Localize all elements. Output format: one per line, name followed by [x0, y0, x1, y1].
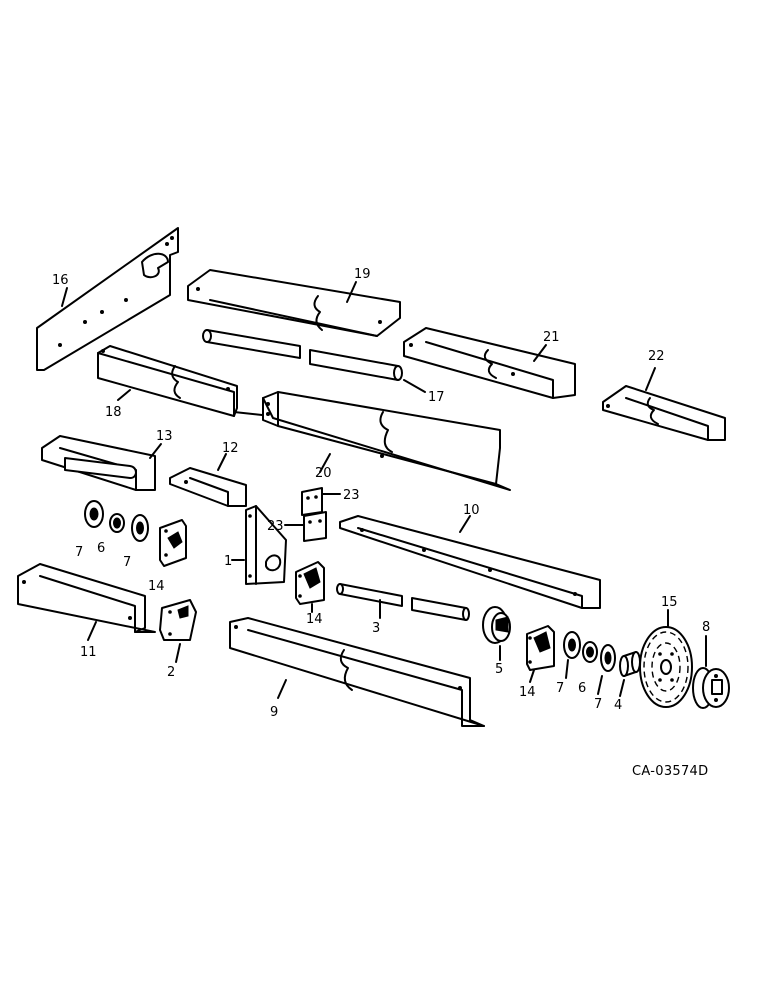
part-6-bearing-right: [582, 641, 598, 663]
callout-16: 16: [52, 273, 69, 288]
part-13-bracket: [41, 435, 162, 491]
part-19-channel: [187, 269, 401, 337]
callout-14-middle: 14: [306, 612, 323, 627]
callout-7-right-a: 7: [556, 681, 564, 696]
part-16-side-plate: [36, 227, 179, 371]
part-23-lower-plate: [284, 511, 327, 542]
callout-18: 18: [105, 405, 122, 420]
callout-20: 20: [315, 466, 332, 481]
part-14-housing-left: [159, 519, 187, 567]
callout-1: 1: [224, 554, 232, 569]
callout-17: 17: [428, 390, 445, 405]
part-7-washer-left-a: [84, 500, 104, 528]
callout-8: 8: [702, 620, 710, 635]
part-4-collar: [619, 651, 641, 697]
callout-23-lower: 23: [267, 519, 284, 534]
part-14-housing-right: [526, 625, 555, 683]
part-5-pulley-hub: [482, 606, 511, 661]
part-20-channel: [262, 391, 511, 491]
part-10-angle-bar: [339, 515, 601, 609]
callout-11: 11: [80, 645, 97, 660]
callout-14-right: 14: [519, 685, 536, 700]
callout-13: 13: [156, 429, 173, 444]
callout-14-left: 14: [148, 579, 165, 594]
part-17-rod: [202, 329, 426, 393]
callout-7-left-a: 7: [75, 545, 83, 560]
part-6-bearing-left: [109, 513, 125, 533]
callout-labels: 16 19 21 22 17 18 13 12 20 23 23 10 7 6 …: [52, 267, 710, 720]
part-8-hub: [692, 635, 730, 709]
part-7-washer-right-b: [597, 644, 616, 695]
part-1-gusset: [231, 505, 287, 585]
part-2-plate: [159, 599, 197, 663]
callout-12: 12: [222, 441, 239, 456]
callout-6-right: 6: [578, 681, 586, 696]
callout-6-left: 6: [97, 541, 105, 556]
part-14-housing-middle: [295, 561, 325, 613]
part-18-channel: [97, 345, 263, 417]
callout-23-upper: 23: [343, 488, 360, 503]
part-12-bracket: [169, 453, 247, 507]
callout-15: 15: [661, 595, 678, 610]
part-3-shaft: [336, 583, 470, 621]
callout-4: 4: [614, 698, 622, 713]
callout-7-left-b: 7: [123, 555, 131, 570]
part-9-channel: [229, 617, 485, 727]
part-7-washer-right-a: [563, 631, 581, 679]
callout-3: 3: [372, 621, 380, 636]
part-7-washer-left-b: [131, 514, 149, 542]
callout-10: 10: [463, 503, 480, 518]
callout-9: 9: [270, 705, 278, 720]
part-21-channel: [403, 327, 576, 399]
part-23-upper-plate: [301, 487, 341, 516]
part-22-channel: [602, 367, 726, 441]
callout-21: 21: [543, 330, 560, 345]
callout-19: 19: [354, 267, 371, 282]
callout-22: 22: [648, 349, 665, 364]
callout-2: 2: [167, 665, 175, 680]
figure-code: CA-03574D: [632, 764, 708, 779]
callout-7-right-b: 7: [594, 697, 602, 712]
part-11-channel: [17, 563, 156, 641]
callout-5: 5: [495, 662, 503, 677]
part-15-sprocket: [639, 609, 693, 708]
